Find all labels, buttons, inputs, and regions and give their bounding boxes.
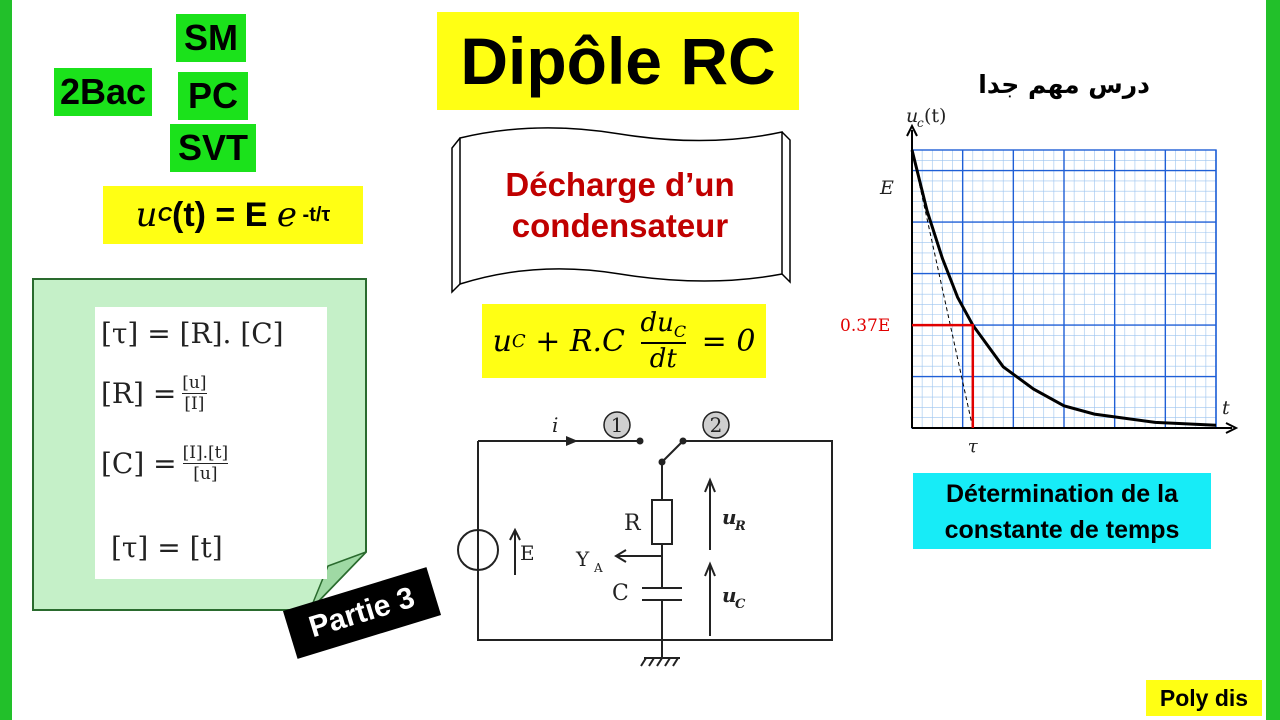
formula-exponent: -t/τ [296,203,331,226]
ur-arrow-head [704,477,716,493]
level-037-label: 0.37E [840,316,890,336]
tangent-line [911,149,974,429]
brand-badge: Poly dis [1146,680,1262,716]
eq-denominator: dt [649,343,677,374]
resistor-symbol [651,499,673,545]
discharge-graph: u c (t) E 0.37E t τ [840,105,1239,457]
switch-contact-2 [679,437,687,445]
switch-label-2: 2 [710,413,723,437]
subtitle-line-1: Décharge d’un [505,166,735,203]
unit-resistance-fraction: [u] [I] [182,373,207,414]
stream-tag-svt: SVT [170,124,256,172]
probe-arrow [614,549,627,563]
formula-t: (t) [172,195,206,234]
eq-zero: = 0 [692,323,756,359]
uc-label: u [722,583,737,607]
title-banner: Dipôle RC [437,12,799,110]
unit-capacitance-fraction: [I].[t] [u] [182,443,229,484]
scroll-shape [451,127,791,294]
unit-resistance: [R] = [u] [I] [101,373,207,414]
formula-equals: = E [205,195,277,234]
uc-arrow-head [704,561,716,577]
current-label: i [552,413,558,437]
e-level-label: E [879,177,894,199]
eq-u: u [492,323,512,359]
switch-label-1: 1 [611,413,624,437]
switch-pivot [658,458,666,466]
arabic-important-note: درس مهم جدا [978,70,1150,99]
ur-label: u [722,505,737,529]
tau-construction-line [912,323,975,428]
unit-capacitance-den: [u] [193,464,218,484]
rc-circuit-diagram: 1 2 i E R C Y A u R u C [457,411,833,667]
unit-tau-time: [τ] = [t] [111,531,223,564]
voltage-source-circle [457,529,499,571]
switch-contact-1 [636,437,644,445]
uc-label-sub: C [735,597,746,612]
current-arrow [566,436,578,446]
stream-tag-sm: SM [176,14,246,62]
discharge-curve [910,149,1217,427]
capacitor-label: C [612,581,629,606]
unit-tau-rc: [τ] = [R]. [C] [101,317,284,350]
eq-numerator-sub: C [673,322,687,342]
x-axis-label: t [1222,397,1230,419]
eq-rc: + R.C [525,323,635,359]
eq-u-sub: C [511,330,526,352]
y-axis-arrow [906,123,918,137]
switch-blade [661,440,684,463]
subtitle-scroll: Décharge d’un condensateur [446,124,794,300]
right-frame-border [1266,0,1280,720]
resistor-label: R [624,511,642,536]
graph-caption: Détermination de la constante de temps [913,473,1211,549]
unit-capacitance-num: [I].[t] [182,443,229,463]
wire-loop [477,440,833,641]
level-tag: 2Bac [54,68,153,116]
y-axis-label-sub: c [917,116,924,130]
left-frame-border [0,0,12,720]
y-axis-label-t: (t) [924,105,946,127]
switch-position-1-marker [603,411,631,439]
grid-major [911,149,1217,429]
switch-position-2-marker [702,411,730,439]
y-axis-label: u [906,105,918,127]
eq-fraction: duC dt [640,308,687,374]
tau-label: τ [968,436,979,457]
subtitle-text: Décharge d’un condensateur [446,164,794,247]
caption-line-1: Détermination de la [946,480,1178,508]
units-panel: [τ] = [R]. [C] [R] = [u] [I] [C] = [I].[… [95,307,327,579]
stream-tag-pc: PC [178,72,248,120]
ur-label-sub: R [734,519,746,534]
source-arrow-head [509,527,521,541]
formula-sub: C [157,203,173,226]
formula-u: u [135,195,158,235]
unit-resistance-num: [u] [182,373,207,393]
probe-label-sub: A [593,561,603,575]
ground-hatch [640,657,679,667]
subtitle-line-2: condensateur [511,207,729,245]
eq-numerator: du [640,308,674,339]
source-label: E [520,541,535,565]
x-axis-arrow [1225,422,1239,434]
unit-resistance-lhs: [R] = [101,377,177,410]
unit-resistance-den: [I] [184,394,205,414]
caption-line-2: constante de temps [944,516,1180,544]
unit-capacitance: [C] = [I].[t] [u] [101,443,229,484]
unit-capacitance-lhs: [C] = [101,447,177,480]
probe-label: Y [575,547,590,571]
formula-exp-base: e [276,195,297,235]
page-title: Dipôle RC [460,24,776,98]
